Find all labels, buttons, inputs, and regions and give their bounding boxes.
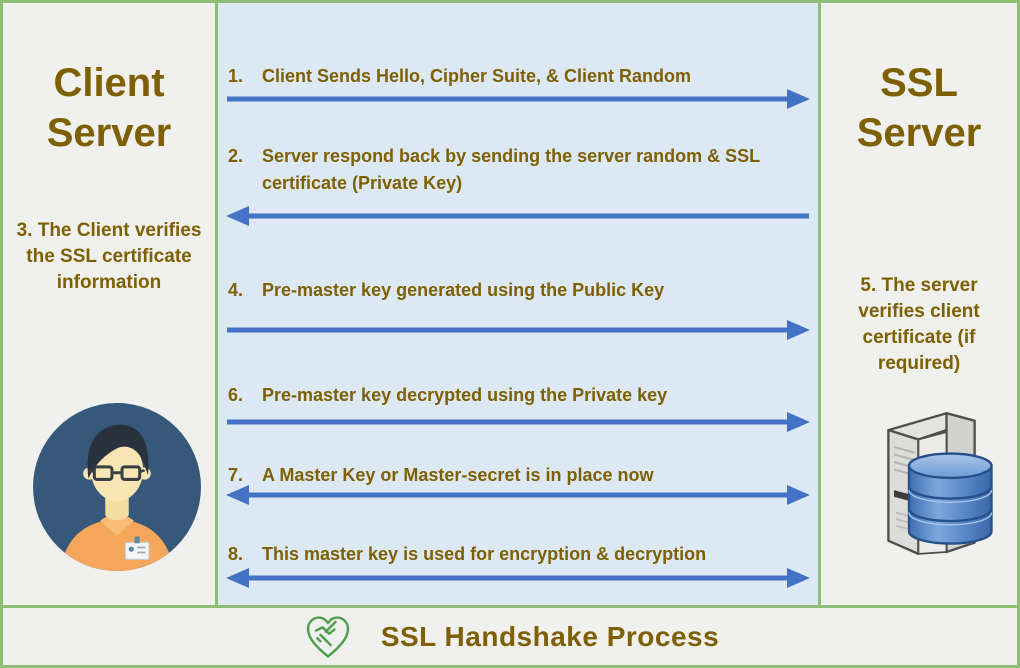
step-8-text: This master key is used for encryption &… [262, 544, 707, 564]
step-1-number: 1. [228, 66, 244, 86]
step-7-arrow-both-icon [225, 483, 811, 507]
server-database-icon [849, 388, 999, 566]
diagram-title: SSL Handshake Process [380, 620, 720, 652]
client-verify-note: 3. The Client verifies the SSL certifica… [16, 220, 202, 293]
left-divider [215, 3, 218, 605]
server-verify-note: 5. The server verifies client certificat… [858, 275, 980, 374]
step-8-arrow-both-icon [225, 566, 811, 590]
ssl-server-panel-title: SSL Server [856, 61, 982, 155]
step-6-text: Pre-master key decrypted using the Priva… [262, 385, 668, 405]
step-4-text: Pre-master key generated using the Publi… [262, 280, 665, 300]
step-2-number: 2. [228, 146, 244, 166]
step-6-number: 6. [228, 385, 244, 405]
person-avatar-icon [33, 403, 201, 571]
ssl-server-panel: SSL Server 5. The server verifies client… [821, 3, 1017, 605]
step-4-arrow-right-icon [225, 318, 811, 342]
footer-divider [3, 605, 1017, 608]
main-row: Client Server 3. The Client verifies the… [3, 3, 1017, 605]
step-7-text: A Master Key or Master-secret is in plac… [262, 465, 654, 485]
step-7-number: 7. [228, 465, 244, 485]
step-4-number: 4. [228, 280, 244, 300]
handshake-steps-panel: 1. Client Sends Hello, Cipher Suite, & C… [218, 3, 818, 605]
step-2-arrow-left-icon [225, 204, 811, 228]
handshake-heart-icon [301, 610, 355, 664]
step-1-text: Client Sends Hello, Cipher Suite, & Clie… [262, 66, 692, 86]
step-6-arrow-right-icon [225, 410, 811, 434]
step-8-number: 8. [228, 544, 244, 564]
client-panel: Client Server 3. The Client verifies the… [3, 3, 215, 605]
footer-bar: SSL Handshake Process [3, 608, 1017, 665]
client-panel-title: Client Server [46, 61, 172, 155]
step-1-arrow-right-icon [225, 87, 811, 111]
right-divider [818, 3, 821, 605]
step-2-text: Server respond back by sending the serve… [262, 146, 760, 193]
